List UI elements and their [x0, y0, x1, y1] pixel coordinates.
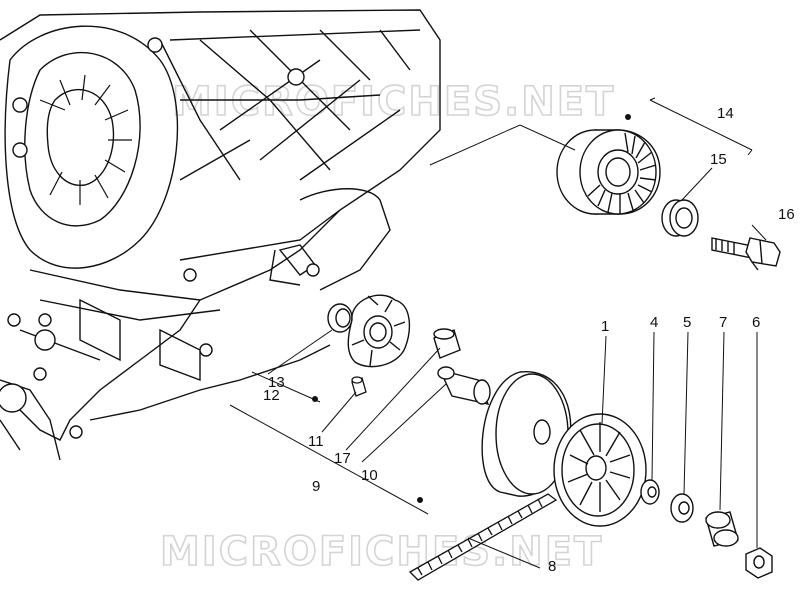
callout-15: 15 [710, 151, 727, 168]
part-12-ramp-plate [347, 294, 411, 368]
part-7-bushing [705, 511, 739, 547]
cover-bolt-holes [0, 37, 320, 439]
part-16-bolt [711, 237, 781, 271]
part-14-bearing-housing [556, 129, 661, 215]
part-4-washer [640, 479, 660, 505]
cover-fan-ribs [39, 74, 132, 205]
callout-1: 1 [601, 318, 609, 335]
callout-10: 10 [361, 467, 378, 484]
callout-16: 16 [778, 206, 795, 223]
leader-lines [229, 97, 767, 569]
callout-6: 6 [752, 314, 760, 331]
callout-5: 5 [683, 314, 691, 331]
callout-14: 14 [717, 105, 734, 122]
part-13-washer [327, 303, 353, 333]
part-15-bearing [661, 199, 699, 237]
part-8-drive-belt [408, 493, 558, 581]
part-9-pulley-half [481, 371, 572, 497]
callout-7: 7 [719, 314, 727, 331]
callout-13: 13 [268, 374, 285, 391]
part-10-sleeve [437, 366, 491, 405]
part-6-nut [745, 547, 773, 579]
callout-8: 8 [548, 558, 556, 575]
callout-17: 17 [334, 450, 351, 467]
callout-12: 12 [263, 387, 280, 404]
watermark-top: MICROFICHES.NET [172, 79, 615, 125]
part-17-bushing [433, 328, 461, 359]
part-5-spacer [670, 493, 694, 523]
watermark-bottom: MICROFICHES.NET [160, 529, 603, 575]
callout-labels: 1 4 5 7 6 8 9 10 11 12 13 14 15 16 17 [263, 105, 795, 575]
group-marker-dots [312, 114, 631, 503]
callout-11: 11 [308, 433, 324, 450]
part-11-slider [351, 376, 367, 397]
callout-9: 9 [312, 478, 320, 495]
part-1-fan-pulley [553, 413, 647, 527]
callout-4: 4 [650, 314, 658, 331]
crankcase-cover [0, 9, 441, 461]
